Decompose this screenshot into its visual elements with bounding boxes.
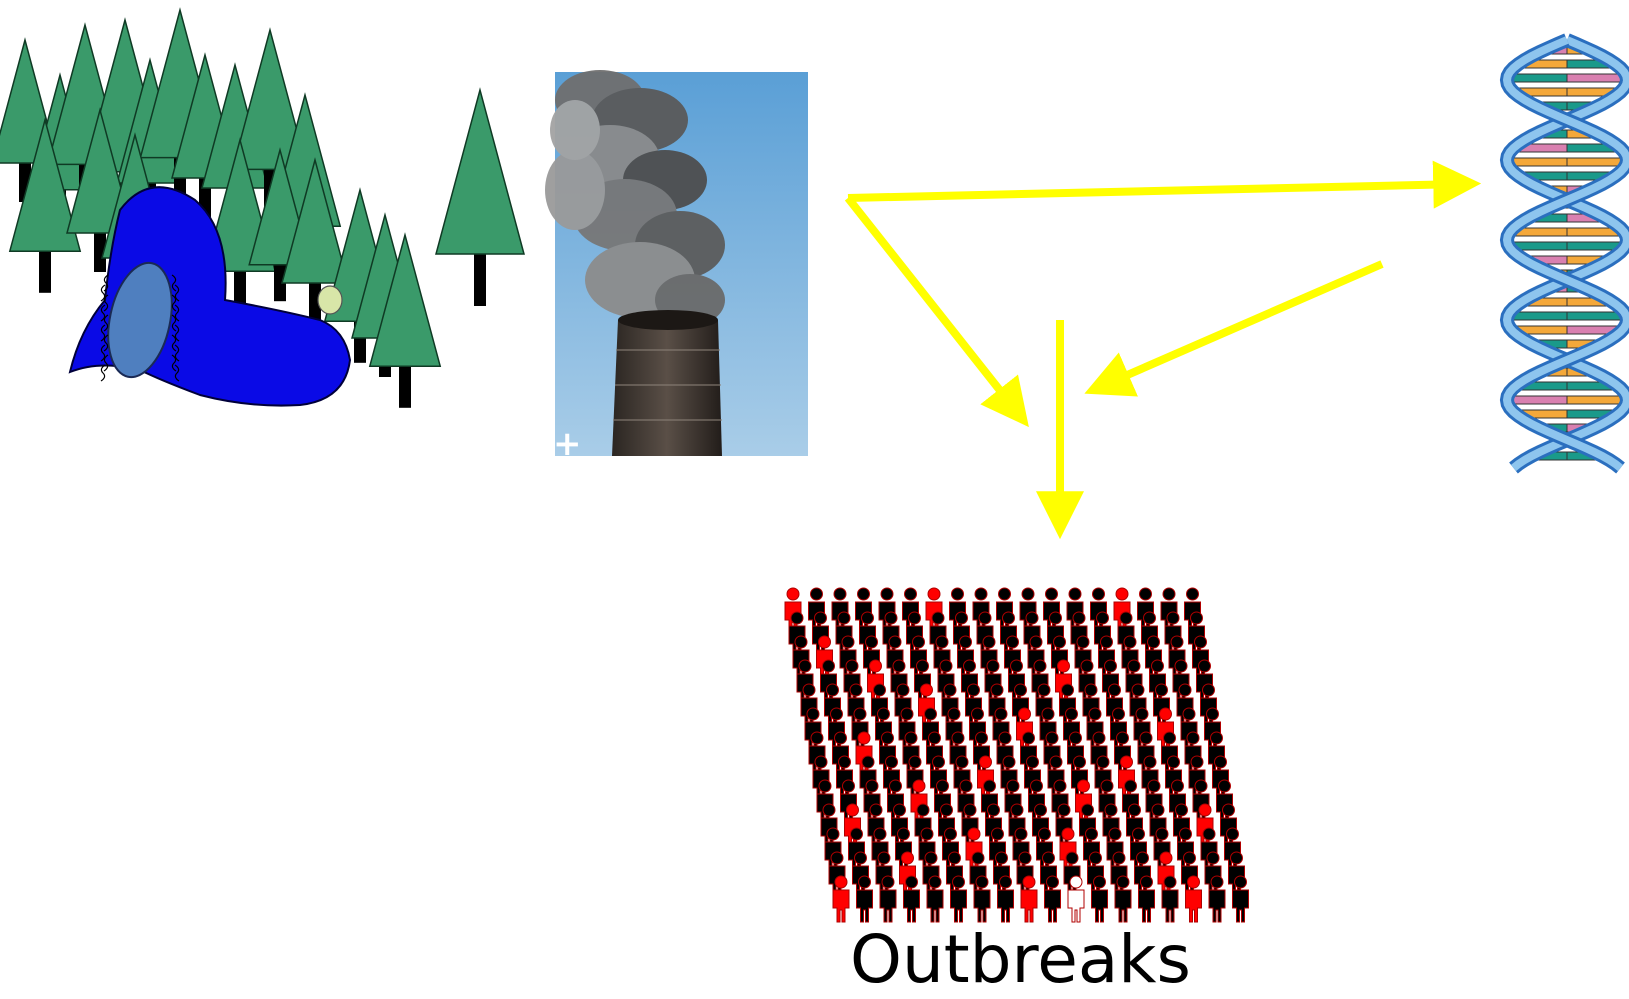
svg-text:+: + xyxy=(553,424,582,464)
crowd-icon xyxy=(784,587,1249,923)
arrow-to-junction xyxy=(844,195,1029,428)
arrow-from-dna xyxy=(1084,260,1384,397)
smokestack-photo: + xyxy=(545,70,808,464)
dna-helix-icon xyxy=(1499,33,1629,474)
causal-arrows xyxy=(844,160,1482,540)
arrow-to-dna xyxy=(847,160,1482,209)
forest-pond-icon xyxy=(0,7,525,408)
outbreaks-label: Outbreaks xyxy=(850,921,1191,998)
